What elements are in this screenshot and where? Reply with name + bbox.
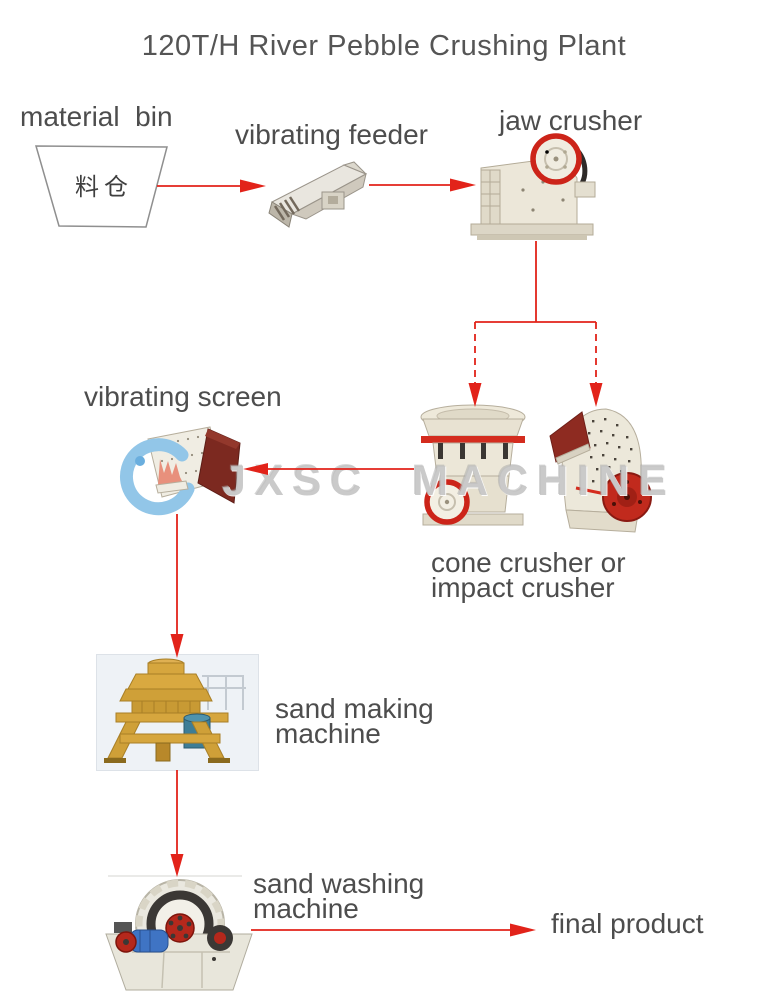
arrow-screen-to-sandmaking [170, 514, 184, 658]
arrow-washing-to-final [251, 923, 536, 937]
screen-feed-box [197, 428, 241, 504]
vibrating-feeder-label: vibrating feeder [235, 119, 429, 150]
page-title: 120T/H River Pebble Crushing Plant [141, 30, 627, 62]
feeder-grizzly-bars [273, 196, 301, 221]
cone-crusher-image [420, 404, 526, 526]
arrow-sandmaking-to-washing [170, 770, 184, 877]
final-product-label: final product [551, 908, 704, 939]
material-bin-label: material bin [20, 101, 173, 132]
sand-making-label-line1: sand making [275, 693, 434, 724]
screen-blue-ring [120, 438, 195, 516]
arrow-feeder-to-jaw [369, 178, 476, 192]
jaw-crusher-label: jaw crusher [499, 105, 643, 136]
secondary-crusher-label-line2: impact crusher [431, 572, 615, 603]
connector-jaw-to-secondary [468, 241, 603, 407]
sand-making-machine-image [96, 654, 259, 771]
screen-crown-shape [158, 459, 183, 485]
sand-washing-label-line1: sand washing [253, 868, 425, 899]
vibrating-feeder-image [268, 161, 368, 228]
watermark-text: JXSC MACHINE [222, 457, 676, 505]
vibrating-screen-label: vibrating screen [84, 381, 282, 412]
arrow-bin-to-feeder [157, 179, 266, 193]
material-bin-text: 料仓 [75, 174, 133, 201]
sand-making-label-line2: machine [275, 718, 381, 749]
sand-washing-machine-image [105, 875, 253, 991]
vibrating-screen-image [120, 426, 241, 516]
secondary-crusher-label-line1: cone crusher or [431, 547, 626, 578]
impact-crusher-bolt-pattern [588, 418, 633, 485]
cone-crusher-red-band [421, 436, 525, 443]
jaw-crusher-image [470, 133, 596, 240]
impact-crusher-image [549, 408, 652, 533]
sand-washing-label-line2: machine [253, 893, 359, 924]
